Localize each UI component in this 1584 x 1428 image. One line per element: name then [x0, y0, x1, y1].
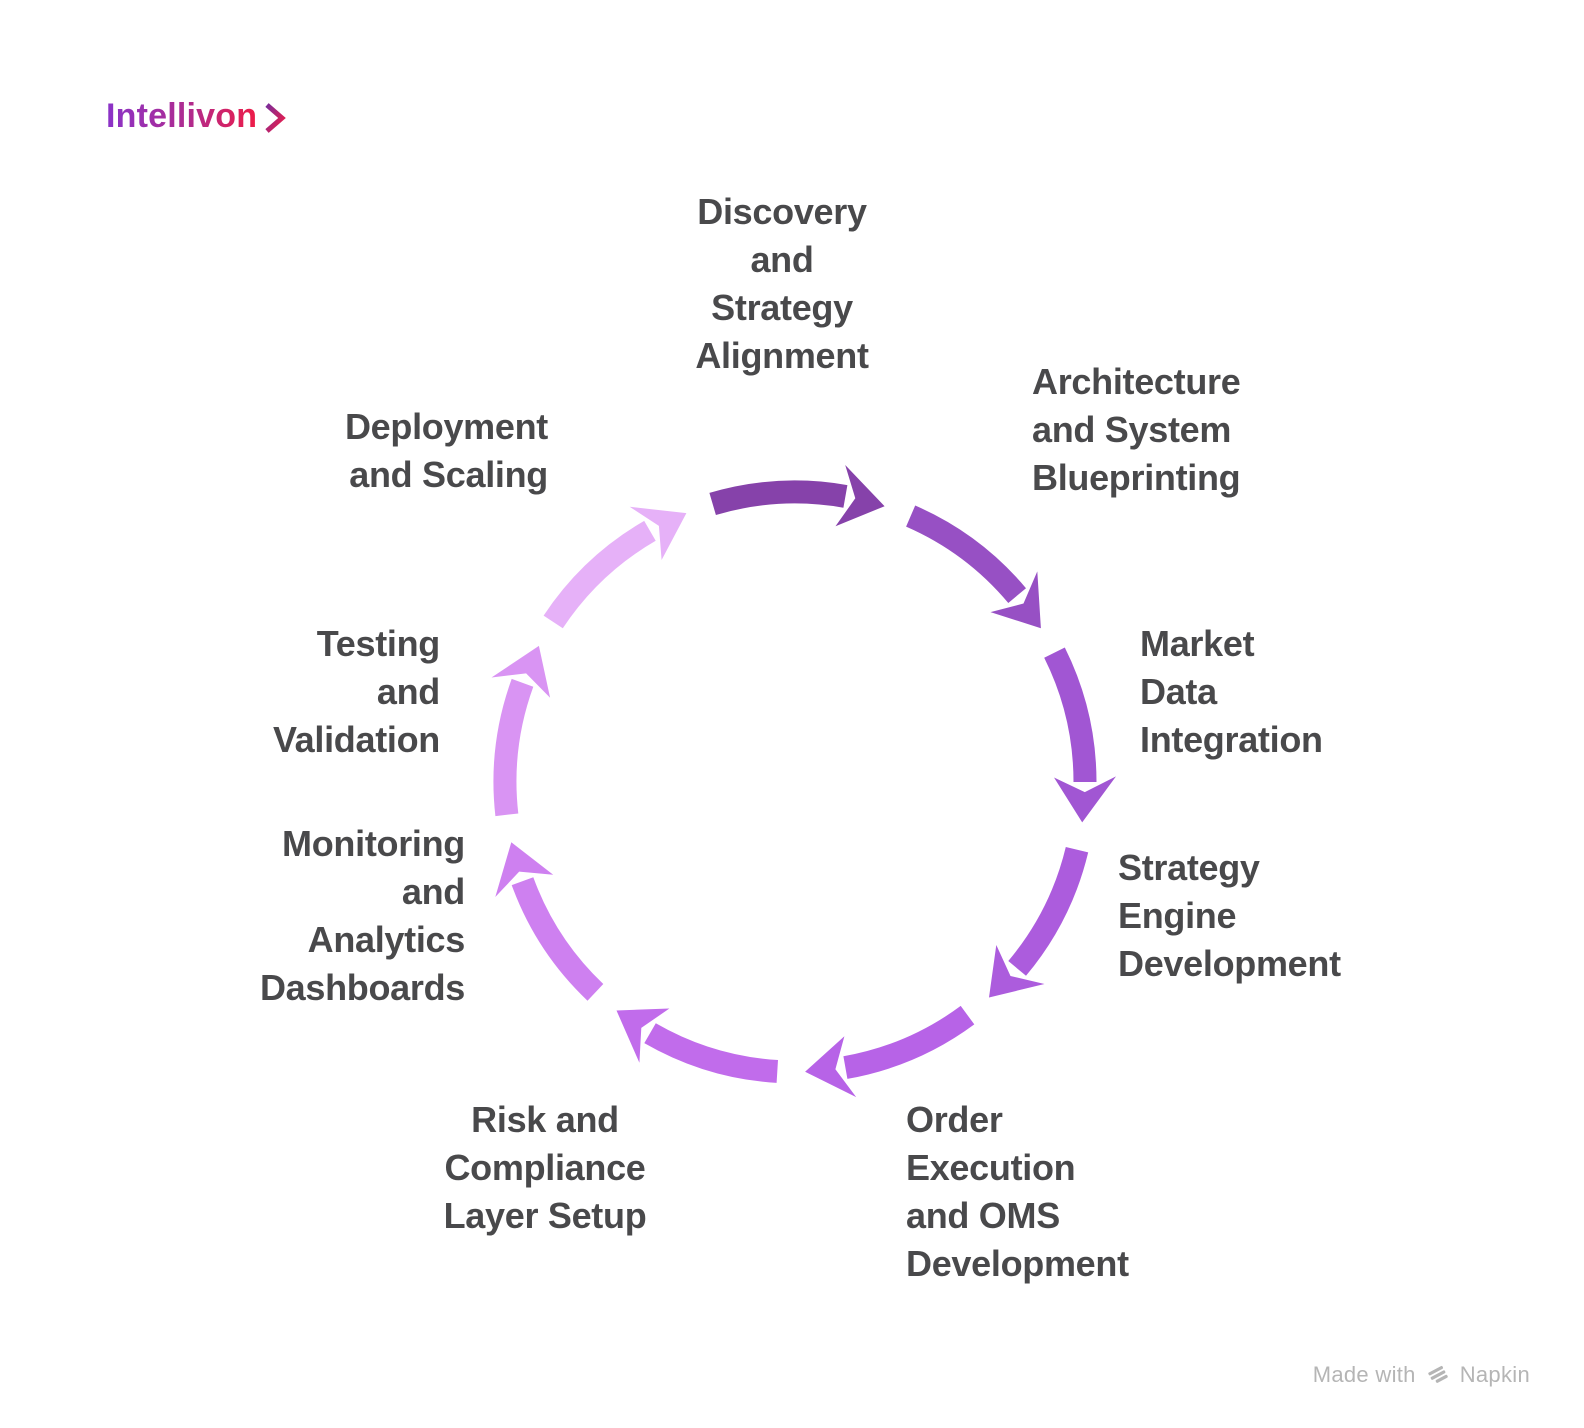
stage-label-market-data: Market Data Integration [1140, 623, 1323, 760]
cycle-arrow-5 [616, 1008, 778, 1083]
stage-label-discovery: Discovery and Strategy Alignment [695, 191, 869, 376]
cycle-arrow-1 [906, 505, 1041, 629]
stage-label-deployment: Deployment and Scaling [344, 406, 548, 495]
made-with-text: Made with [1312, 1362, 1416, 1387]
stage-label-monitoring: Monitoring and Analytics Dashboards [259, 823, 465, 1008]
cycle-arrow-4 [805, 1005, 975, 1098]
logo-text: Intellivon [106, 97, 258, 135]
logo: Intellivon [106, 97, 289, 136]
napkin-brand-text: Napkin [1459, 1362, 1530, 1387]
cycle-arrow-0 [709, 465, 885, 527]
napkin-icon [1428, 1365, 1448, 1383]
cycle-arrow-7 [491, 645, 551, 817]
cycle-arrow-2 [1044, 647, 1116, 823]
made-with-napkin: Made with Napkin [1313, 1362, 1530, 1388]
stage-label-risk-compliance: Risk and Compliance Layer Setup [443, 1099, 647, 1236]
chevron-right-icon [265, 102, 287, 133]
cycle-arrow-8 [543, 506, 687, 629]
cycle-arrow-3 [989, 847, 1089, 998]
cycle-arrow-6 [495, 842, 604, 1001]
stage-label-order-execution: Order Execution and OMS Development [906, 1099, 1129, 1284]
stage-label-strategy-engine: Strategy Engine Development [1118, 847, 1341, 984]
stage-label-testing: Testing and Validation [272, 623, 440, 760]
stage-label-architecture: Architecture and System Blueprinting [1032, 361, 1241, 498]
